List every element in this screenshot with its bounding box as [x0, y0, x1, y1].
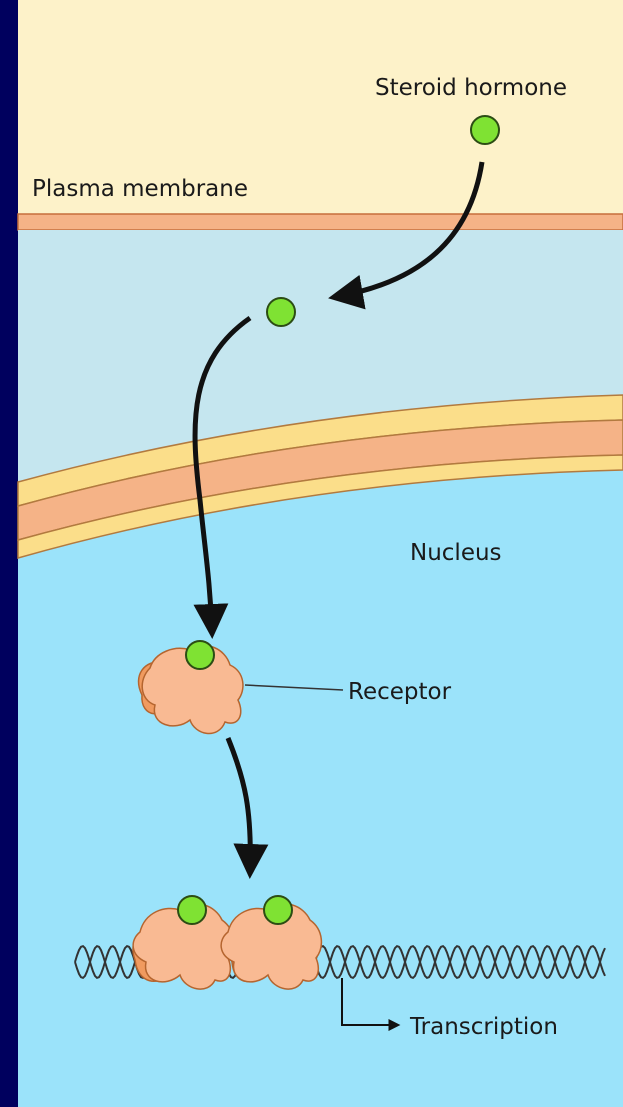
hormone-molecule-extracellular: [471, 116, 499, 144]
label-nucleus: Nucleus: [410, 540, 502, 566]
label-steroid-hormone: Steroid hormone: [375, 75, 567, 101]
label-receptor: Receptor: [348, 679, 452, 705]
label-plasma-membrane: Plasma membrane: [32, 176, 248, 202]
plasma-membrane: [18, 214, 623, 230]
hormone-molecule-cytoplasm: [267, 298, 295, 326]
nucleus-region: [18, 450, 623, 1107]
label-transcription: Transcription: [409, 1014, 558, 1040]
